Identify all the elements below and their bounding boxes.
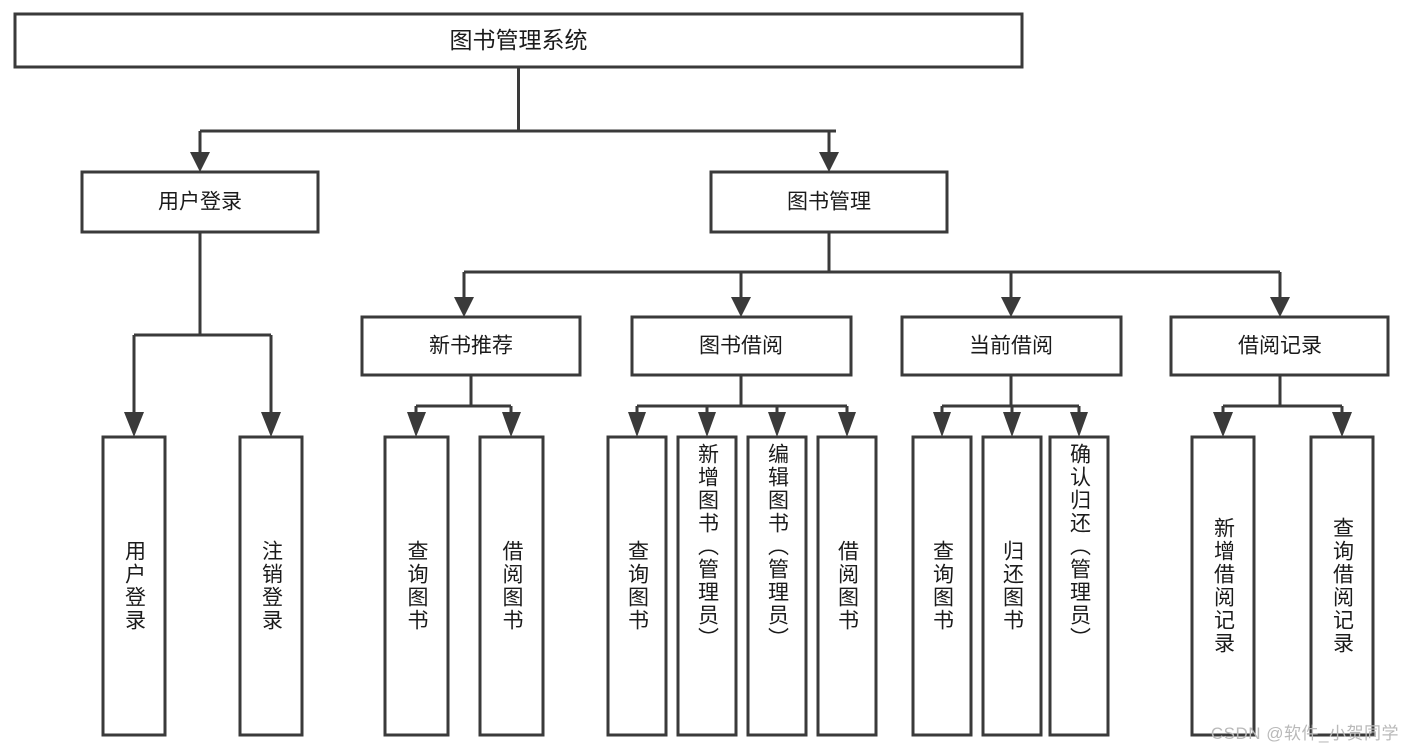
arrowhead-leaf-query-book-3 [933,412,951,437]
node-new-book-recommend[interactable] [360,315,582,377]
arrowhead-leaf-confirm-return [1070,412,1088,437]
arrowhead-leaf-user-login [124,412,144,437]
edge-bookborrow-to-leaves [635,375,849,420]
label-borrow-record: 借阅记录 [1238,335,1322,358]
node-leaf-logout[interactable] [238,435,304,737]
label-root: 图书管理系统 [450,27,588,53]
node-leaf-borrow-book-1[interactable] [478,435,545,737]
arrowhead-leaf-query-book-1 [407,412,426,437]
connector-layer [124,67,1352,437]
arrowhead-new-book-rec [454,297,474,317]
arrowhead-book-manage [819,152,839,172]
edge-borrowrecord-to-leaves [1221,375,1344,420]
arrowhead-book-borrow [731,297,751,317]
node-leaf-borrow-book-2[interactable] [816,435,878,737]
label-layer-horizontal: 图书管理系统 用户登录 图书管理 新书推荐 图书借阅 当前借阅 借阅记录 [158,27,1322,357]
label-user-login: 用户登录 [158,191,242,214]
node-leaf-add-book[interactable] [676,435,738,737]
arrowhead-current-borrow [1001,297,1021,317]
node-leaf-query-record[interactable] [1309,435,1375,737]
arrowhead-leaf-add-record [1213,412,1233,437]
node-borrow-record[interactable] [1169,315,1390,377]
node-leaf-edit-book[interactable] [746,435,808,737]
node-current-borrow[interactable] [900,315,1123,377]
node-layer [13,12,1390,737]
label-current-borrow: 当前借阅 [969,335,1053,358]
arrowhead-leaf-logout [261,412,281,437]
edge-root-to-level2 [198,67,836,160]
arrowhead-leaf-query-record [1332,412,1352,437]
node-leaf-confirm-return[interactable] [1048,435,1110,737]
node-book-manage[interactable] [709,170,949,234]
edge-newbookrec-to-leaves [414,375,513,420]
label-book-borrow: 图书借阅 [699,335,783,358]
edge-bookmanage-to-level3 [462,232,1282,305]
node-leaf-user-login[interactable] [101,435,167,737]
label-new-book-recommend: 新书推荐 [429,335,513,358]
node-leaf-query-book-3[interactable] [911,435,973,737]
arrowhead-borrow-record [1270,297,1290,317]
arrowhead-leaf-query-book-2 [628,412,646,437]
node-leaf-query-book-2[interactable] [606,435,668,737]
node-leaf-add-record[interactable] [1190,435,1256,737]
arrowhead-leaf-add-book [698,412,716,437]
arrowhead-leaf-borrow-book-1 [502,412,521,437]
arrowhead-leaf-borrow-book-2 [838,412,856,437]
node-leaf-return-book[interactable] [981,435,1043,737]
arrowhead-user-login [190,152,210,172]
node-leaf-query-book-1[interactable] [383,435,450,737]
node-book-borrow[interactable] [630,315,853,377]
node-root[interactable] [13,12,1024,69]
node-user-login[interactable] [80,170,320,234]
arrowhead-leaf-return-book [1003,412,1021,437]
label-book-manage: 图书管理 [787,191,871,214]
arrowhead-leaf-edit-book [768,412,786,437]
edge-userlogin-to-leaves [132,232,273,420]
watermark-text: CSDN @软件_小贺同学 [1210,724,1399,743]
